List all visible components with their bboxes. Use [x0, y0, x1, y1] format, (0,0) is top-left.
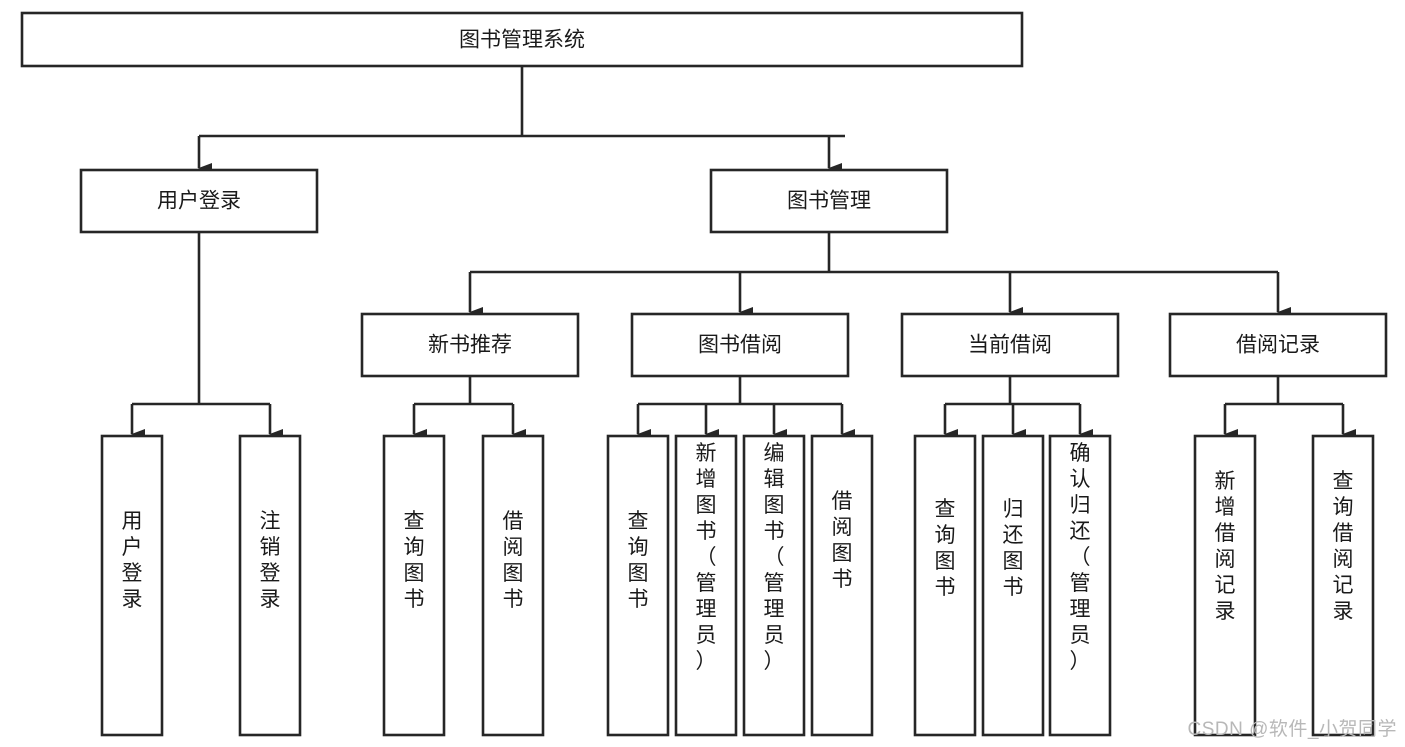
leaf-node[interactable]: 查询图书 — [382, 434, 446, 737]
leaf-node[interactable]: 确认归还（管理员） — [1048, 434, 1112, 737]
node-book-borrow-label: 图书借阅 — [698, 334, 782, 357]
leaf-user-login-box[interactable] — [100, 434, 164, 737]
leaf-add-borrow-record-box[interactable] — [1193, 434, 1257, 737]
leaf-node[interactable]: 查询借阅记录 — [1311, 434, 1375, 737]
node-book-borrow[interactable]: 图书借阅 — [630, 312, 850, 378]
node-root[interactable]: 图书管理系统 — [20, 11, 1024, 68]
leaf-node[interactable]: 查询图书 — [913, 434, 977, 737]
connector-root-to-level2 — [197, 66, 845, 174]
leaf-node[interactable]: 新增图书（管理员） — [674, 434, 738, 737]
leaf-recommend-borrow-book-box[interactable] — [481, 434, 545, 737]
node-current-borrow[interactable]: 当前借阅 — [900, 312, 1120, 378]
csdn-watermark: CSDN @软件_小贺同学 — [1187, 719, 1397, 740]
leaf-edit-book-admin-label: 编辑图书（管理员） — [764, 442, 785, 673]
leaf-add-borrow-record-label: 新增借阅记录 — [1215, 470, 1236, 623]
node-user-login-box[interactable] — [79, 168, 319, 234]
node-current-borrow-label: 当前借阅 — [968, 334, 1052, 357]
leaf-borrow-query-book-box[interactable] — [606, 434, 670, 737]
connector-book-mgmt-to-level3 — [468, 232, 1291, 318]
node-book-management[interactable]: 图书管理 — [709, 168, 949, 234]
leaf-node[interactable]: 用户登录 — [100, 434, 164, 737]
leaf-current-query-book-box[interactable] — [913, 434, 977, 737]
leaf-recommend-query-book-label: 查询图书 — [404, 510, 425, 611]
node-new-book-recommend-label: 新书推荐 — [428, 334, 512, 357]
connector-book-borrow-to-leaves — [636, 376, 855, 440]
leaf-confirm-return-admin-label: 确认归还（管理员） — [1070, 442, 1091, 673]
leaf-current-query-book-label: 查询图书 — [935, 498, 956, 599]
node-new-book-recommend-box[interactable] — [360, 312, 580, 378]
node-new-book-recommend[interactable]: 新书推荐 — [360, 312, 580, 378]
leaf-logout-label: 注销登录 — [260, 510, 281, 611]
leaf-node[interactable]: 借阅图书 — [810, 434, 874, 737]
leaf-add-book-admin-box[interactable] — [674, 434, 738, 737]
connector-current-borrow-to-leaves — [943, 376, 1093, 440]
leaf-recommend-query-book-box[interactable] — [382, 434, 446, 737]
leaf-node[interactable]: 借阅图书 — [481, 434, 545, 737]
leaf-node[interactable]: 查询图书 — [606, 434, 670, 737]
leaf-node[interactable]: 归还图书 — [981, 434, 1045, 737]
leaf-query-borrow-record-box[interactable] — [1311, 434, 1375, 737]
connector-borrow-record-to-leaves — [1223, 376, 1356, 440]
leaf-edit-book-admin-box[interactable] — [742, 434, 806, 737]
node-root-label: 图书管理系统 — [459, 29, 585, 52]
leaf-node[interactable]: 新增借阅记录 — [1193, 434, 1257, 737]
node-user-login[interactable]: 用户登录 — [79, 168, 319, 234]
leaf-borrow-book-label: 借阅图书 — [832, 490, 853, 591]
leaf-borrow-book-box[interactable] — [810, 434, 874, 737]
node-borrow-record-box[interactable] — [1168, 312, 1388, 378]
node-root-box[interactable] — [20, 11, 1024, 68]
connector-new-book-to-leaves — [412, 376, 526, 440]
leaf-node[interactable]: 编辑图书（管理员） — [742, 434, 806, 737]
leaf-add-book-admin-label: 新增图书（管理员） — [696, 442, 717, 673]
node-current-borrow-box[interactable] — [900, 312, 1120, 378]
leaf-borrow-query-book-label: 查询图书 — [628, 510, 649, 611]
node-user-login-label: 用户登录 — [157, 190, 241, 213]
node-book-management-box[interactable] — [709, 168, 949, 234]
node-book-borrow-box[interactable] — [630, 312, 850, 378]
leaf-query-borrow-record-label: 查询借阅记录 — [1333, 470, 1354, 623]
leaf-confirm-return-admin-box[interactable] — [1048, 434, 1112, 737]
connector-user-login-to-leaves — [130, 232, 283, 440]
leaf-return-book-label: 归还图书 — [1003, 498, 1024, 599]
leaf-node[interactable]: 注销登录 — [238, 434, 302, 737]
node-book-management-label: 图书管理 — [787, 190, 871, 213]
leaf-return-book-box[interactable] — [981, 434, 1045, 737]
node-borrow-record[interactable]: 借阅记录 — [1168, 312, 1388, 378]
node-borrow-record-label: 借阅记录 — [1236, 334, 1320, 357]
leaf-user-login-label: 用户登录 — [122, 510, 143, 611]
leaf-recommend-borrow-book-label: 借阅图书 — [503, 510, 524, 611]
leaf-logout-box[interactable] — [238, 434, 302, 737]
